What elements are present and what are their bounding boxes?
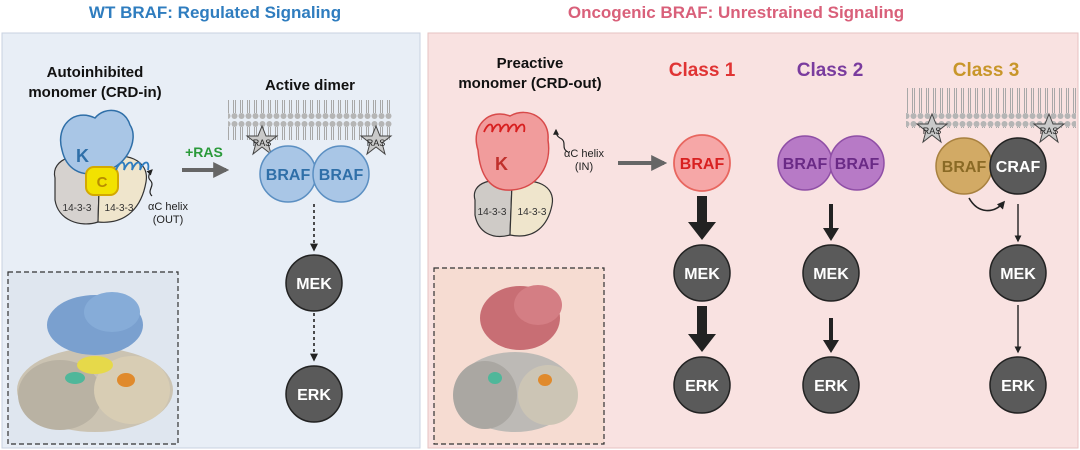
- wt-braf-left-label: BRAF: [266, 167, 311, 184]
- class3-transactivation-arrow: [968, 197, 1006, 212]
- class1-arrow-mek-to-erk: [688, 306, 716, 352]
- class3-ras-left-label: RAS: [923, 126, 942, 136]
- wt-header: WT BRAF: Regulated Signaling: [89, 3, 341, 22]
- wt-helix-label-line2: (OUT): [153, 214, 184, 226]
- class3-mek-node: [989, 244, 1047, 302]
- wt-ac-helix: [115, 161, 150, 171]
- class1-arrow-braf-to-mek: [688, 196, 716, 240]
- class2-mek-label: MEK: [813, 266, 849, 283]
- class1-label: Class 1: [669, 60, 736, 81]
- class3-label: Class 3: [953, 60, 1020, 81]
- class1-mek-node: [673, 244, 731, 302]
- class1-mek-label: MEK: [684, 266, 720, 283]
- class2-mek-node: [802, 244, 860, 302]
- wt-ras-star-left: [245, 124, 279, 156]
- wt-14-3-3-right-label: 14-3-3: [105, 203, 134, 214]
- class2-braf-right-label: BRAF: [835, 156, 880, 173]
- wt-ras-star-right: [359, 124, 393, 156]
- class3-craf-label: CRAF: [996, 159, 1041, 176]
- class1-braf-label: BRAF: [680, 156, 725, 173]
- onc-structure-inset: [433, 267, 605, 445]
- wt-braf-right-node: [312, 145, 370, 203]
- class3-mek-label: MEK: [1000, 266, 1036, 283]
- class2-erk-label: ERK: [814, 378, 848, 395]
- onc-14-3-3-left-label: 14-3-3: [478, 207, 507, 218]
- wt-braf-right-label: BRAF: [319, 167, 364, 184]
- wt-structure-inset: [7, 271, 179, 445]
- class2-arrow-mek-to-erk: [823, 318, 839, 353]
- class3-erk-node: [989, 356, 1047, 414]
- wt-k-label: K: [76, 146, 89, 166]
- wt-helix-pointer: [146, 169, 153, 197]
- wt-14-3-3-left-label: 14-3-3: [63, 203, 92, 214]
- wt-helix-label-line1: αC helix: [148, 201, 188, 213]
- class3-ras-right-label: RAS: [1040, 126, 1059, 136]
- class2-braf-right-node: [829, 135, 885, 191]
- class1-braf-node: [673, 134, 731, 192]
- wt-erk-node: [285, 365, 343, 423]
- onc-14-3-3-right-label: 14-3-3: [518, 207, 547, 218]
- class3-erk-label: ERK: [1001, 378, 1035, 395]
- oncogenic-header: Oncogenic BRAF: Unrestrained Signaling: [568, 3, 904, 22]
- onc-preactive-monomer: 14-3-3 14-3-3 K: [473, 111, 569, 237]
- wt-ras-right-label: RAS: [367, 138, 386, 148]
- class1-erk-node: [673, 356, 731, 414]
- wt-mek-node: [285, 254, 343, 312]
- onc-helix-pointer: [553, 128, 569, 153]
- class2-label: Class 2: [797, 60, 864, 81]
- class2-braf-left-label: BRAF: [783, 156, 828, 173]
- wt-crd-c: [85, 166, 119, 196]
- onc-helix-label-line2: (IN): [575, 161, 593, 173]
- class3-ras-star-left: [915, 112, 949, 144]
- wt-c-label: C: [97, 174, 108, 191]
- class1-erk-label: ERK: [685, 378, 719, 395]
- preactive-label-line1: Preactive: [497, 55, 564, 72]
- onc-kinase-domain: [475, 111, 550, 191]
- preactive-label-line2: monomer (CRD-out): [458, 75, 601, 92]
- onc-helix-label-line1: αC helix: [564, 148, 604, 160]
- class2-arrow-braf-to-mek: [823, 204, 839, 241]
- active-dimer-label: Active dimer: [265, 77, 355, 94]
- class3-ras-star-right: [1032, 112, 1066, 144]
- class2-erk-node: [802, 356, 860, 414]
- wt-erk-label: ERK: [297, 387, 331, 404]
- wt-ras-left-label: RAS: [253, 138, 272, 148]
- autoinhibited-label-line1: Autoinhibited: [47, 64, 144, 81]
- wt-mek-label: MEK: [296, 276, 332, 293]
- wt-autoinhibited-monomer: 14-3-3 14-3-3 K C: [53, 109, 153, 225]
- onc-k-label: K: [495, 154, 508, 174]
- onc-ac-helix: [483, 123, 526, 133]
- wt-membrane: [228, 100, 392, 140]
- autoinhibited-label-line2: monomer (CRD-in): [28, 84, 161, 101]
- class3-craf-node: [989, 137, 1047, 195]
- class3-braf-label: BRAF: [942, 159, 987, 176]
- plus-ras-label: +RAS: [185, 144, 223, 160]
